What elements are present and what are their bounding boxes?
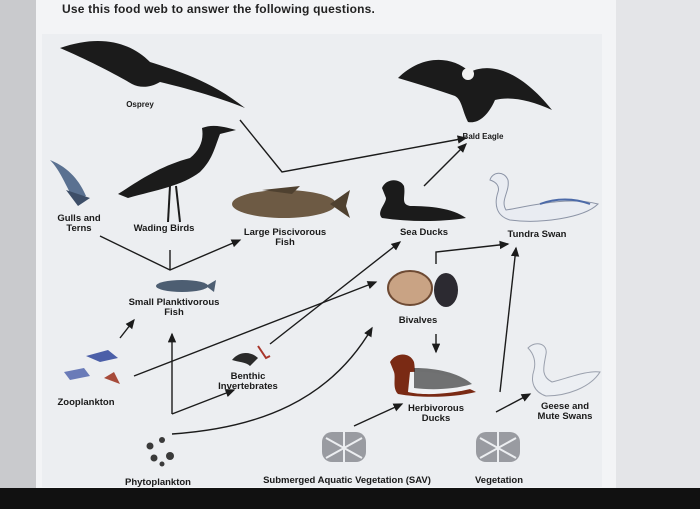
arrow-seaducks-to-eagle: [423, 143, 467, 187]
label-bald-eagle: Bald Eagle: [462, 132, 504, 141]
large-fish-icon: [232, 186, 350, 218]
monitor-edge-right: [612, 0, 700, 509]
arrow-benthic-to-seaducks: [269, 241, 402, 345]
sea-duck-icon: [380, 180, 466, 221]
label-vegetation: Vegetation: [474, 475, 524, 486]
monitor-bezel-bottom: [0, 488, 700, 509]
arrow-sav-to-tundra: [499, 246, 520, 393]
label-geese-mute-swans: Geese and Mute Swans: [537, 401, 593, 422]
arrow-veg-to-geese: [495, 393, 532, 413]
herbivorous-duck-icon: [390, 354, 476, 397]
benthic-invertebrates-icon: [232, 345, 271, 366]
label-wading-birds: Wading Birds: [133, 223, 195, 234]
arrow-fish-to-eagle: [239, 119, 468, 173]
tundra-swan-icon: [489, 172, 599, 222]
arrow-phyto-to-benthic: [171, 389, 236, 415]
sav-icon: [322, 432, 366, 462]
osprey-icon: [60, 40, 245, 108]
label-sav: Submerged Aquatic Vegetation (SAV): [263, 475, 431, 486]
label-bivalves: Bivalves: [398, 315, 438, 326]
label-osprey: Osprey: [126, 100, 154, 109]
arrow-sav-to-hduck: [353, 403, 404, 427]
instruction-text: Use this food web to answer the followin…: [62, 2, 376, 16]
label-phytoplankton: Phytoplankton: [125, 477, 191, 488]
arrow-bivalves-to-seaducks: [435, 240, 510, 264]
label-small-planktivorous-fish: Small Planktivorous Fish: [128, 297, 220, 318]
label-large-piscivorous-fish: Large Piscivorous Fish: [243, 227, 327, 248]
label-tundra-swan: Tundra Swan: [507, 229, 567, 240]
food-web-arrows: [99, 119, 532, 435]
vegetation-icon: [476, 432, 520, 462]
label-herbivorous-ducks: Herbivorous Ducks: [408, 403, 464, 424]
label-benthic-invertebrates: Benthic Invertebrates: [218, 371, 278, 392]
zooplankton-icon: [64, 350, 120, 384]
small-fish-icon: [156, 280, 216, 292]
wading-bird-icon: [118, 125, 236, 223]
arrow-zoo-to-seaducks: [133, 281, 378, 377]
bald-eagle-icon: [398, 59, 552, 123]
label-sea-ducks: Sea Ducks: [399, 227, 449, 238]
phytoplankton-icon: [146, 437, 174, 467]
bivalves-icon: [387, 270, 458, 307]
gull-icon: [50, 160, 90, 206]
geese-icon: [527, 343, 601, 397]
food-web-panel: [42, 34, 602, 487]
label-zooplankton: Zooplankton: [57, 397, 115, 408]
arrow-zoo-to-smallfish: [119, 318, 135, 339]
label-gulls-terns: Gulls and Terns: [57, 213, 101, 234]
arrow-sav-to-benthic: [171, 326, 373, 435]
